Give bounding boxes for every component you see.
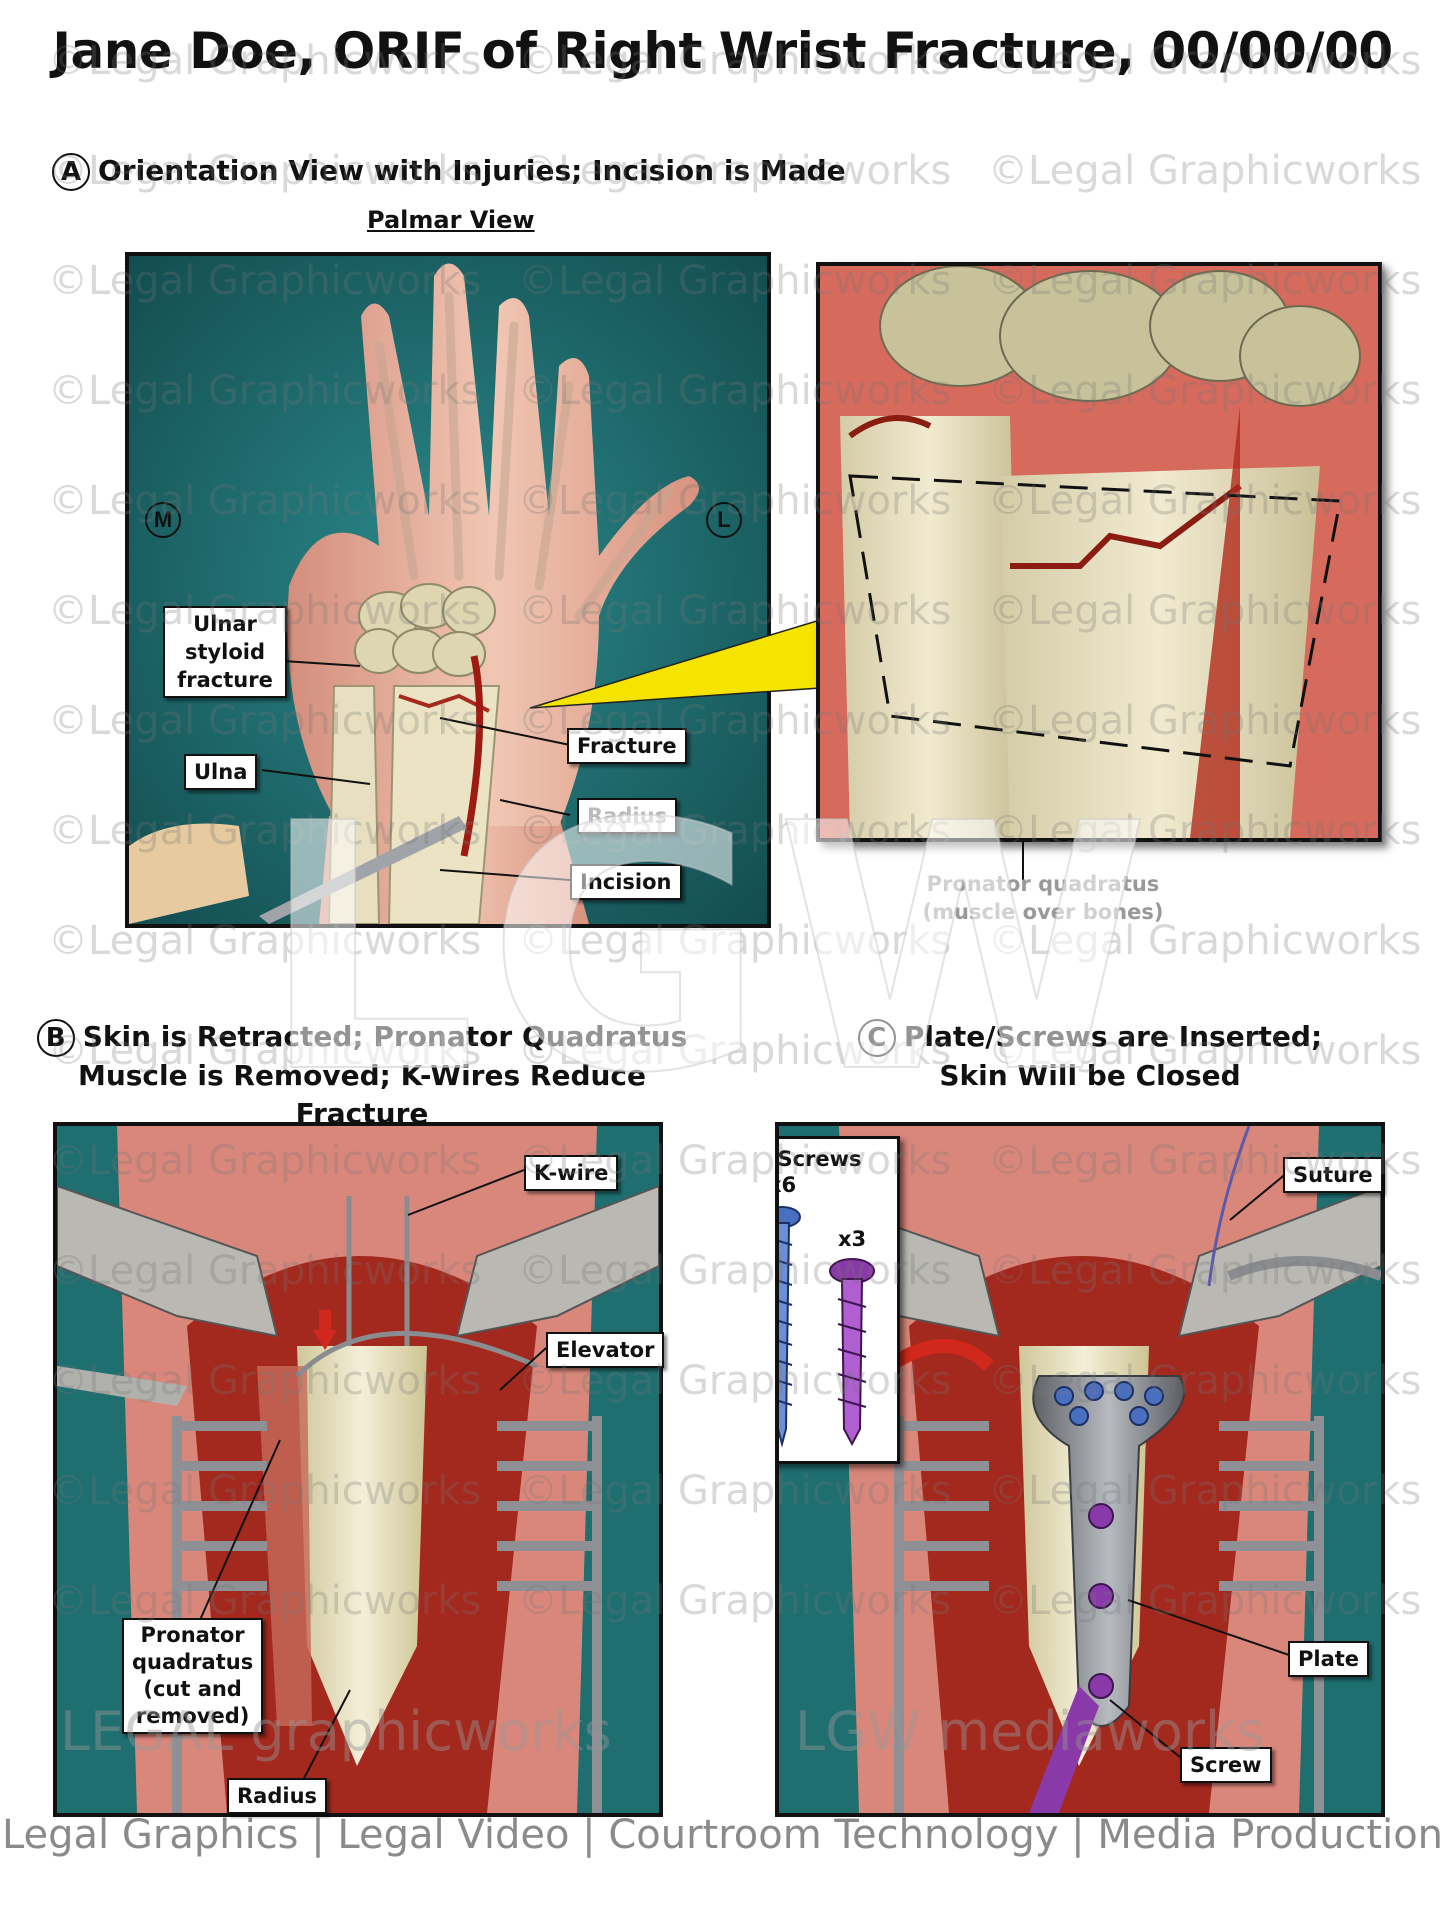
screws-inset: Screws x6 x3 (777, 1136, 900, 1464)
pronator-label-line1: Pronator quadratus (926, 872, 1160, 896)
pronator-label-line2: (muscle over bones) (922, 900, 1164, 924)
medial-orientation-marker: M (145, 502, 181, 538)
pronator-b-line2: quadratus (132, 1650, 254, 1674)
blue-screw-icon (779, 1206, 801, 1448)
pronator-quadratus-label-a: Pronator quadratus (muscle over bones) (918, 870, 1168, 926)
incision-label: Incision (570, 864, 682, 900)
purple-screw-heads (1088, 1503, 1114, 1699)
page-title: Jane Doe, ORIF of Right Wrist Fracture, … (52, 22, 1393, 80)
radius-label-b: Radius (227, 1778, 328, 1814)
purple-screw-icon (829, 1258, 875, 1447)
panel-c-illustration (779, 1126, 1381, 1813)
screws-inset-title: Screws (777, 1147, 862, 1171)
fracture-label: Fracture (567, 728, 687, 764)
section-b-title-line1: Skin is Retracted; Pronator Quadratus (82, 1020, 688, 1053)
section-b-letter: B (36, 1019, 75, 1057)
screws-inset-drawing (779, 1206, 875, 1448)
ulna-label: Ulna (184, 754, 258, 790)
pronator-outline (848, 474, 1342, 768)
palmar-view-label: Palmar View (367, 206, 535, 234)
panel-a-hand: M L (125, 252, 771, 928)
lateral-orientation-marker: L (706, 502, 742, 538)
section-c-title-line2: Skin Will be Closed (939, 1059, 1241, 1092)
elevator-label: Elevator (546, 1332, 665, 1368)
plate-label: Plate (1288, 1641, 1370, 1677)
panel-a-zoom (816, 262, 1382, 842)
pronator-b-line1: Pronator (140, 1623, 245, 1647)
plate-shape (1032, 1375, 1185, 1727)
radius-label-a: Radius (577, 798, 678, 834)
suture-label: Suture (1283, 1157, 1383, 1193)
blue-screw-count: x6 (779, 1173, 797, 1197)
kwire-label: K-wire (524, 1155, 619, 1191)
purple-screw-count: x3 (838, 1227, 867, 1251)
pronator-quadratus-label-b: Pronator quadratus (cut and removed) (122, 1618, 264, 1734)
section-a-title: Orientation View with Injuries; Incision… (98, 154, 846, 187)
blue-screw-heads (1054, 1381, 1164, 1426)
panel-c: Screws x6 x3 (775, 1122, 1385, 1817)
lgw-mediaworks-logo: LGW mediaworks (795, 1700, 1265, 1763)
pronator-b-line3: (cut and (143, 1677, 242, 1701)
hand-illustration (129, 256, 767, 924)
pronator-b-line4: removed) (135, 1704, 250, 1728)
lgw-logo-watermark: LGW (259, 752, 1161, 1148)
screw-label: Screw (1180, 1747, 1272, 1783)
footer-text: Legal Graphics | Legal Video | Courtroom… (1, 1812, 1444, 1858)
section-a-letter: A (52, 153, 90, 191)
fracture-zoom-illustration (820, 266, 1378, 838)
ulnar-styloid-label: Ulnar styloid fracture (163, 606, 287, 698)
section-c-letter: C (857, 1019, 896, 1057)
section-c-title-line1: Plate/Screws are Inserted; (903, 1020, 1323, 1053)
legal-graphicworks-logo: LEGAL graphicworks (60, 1700, 612, 1763)
